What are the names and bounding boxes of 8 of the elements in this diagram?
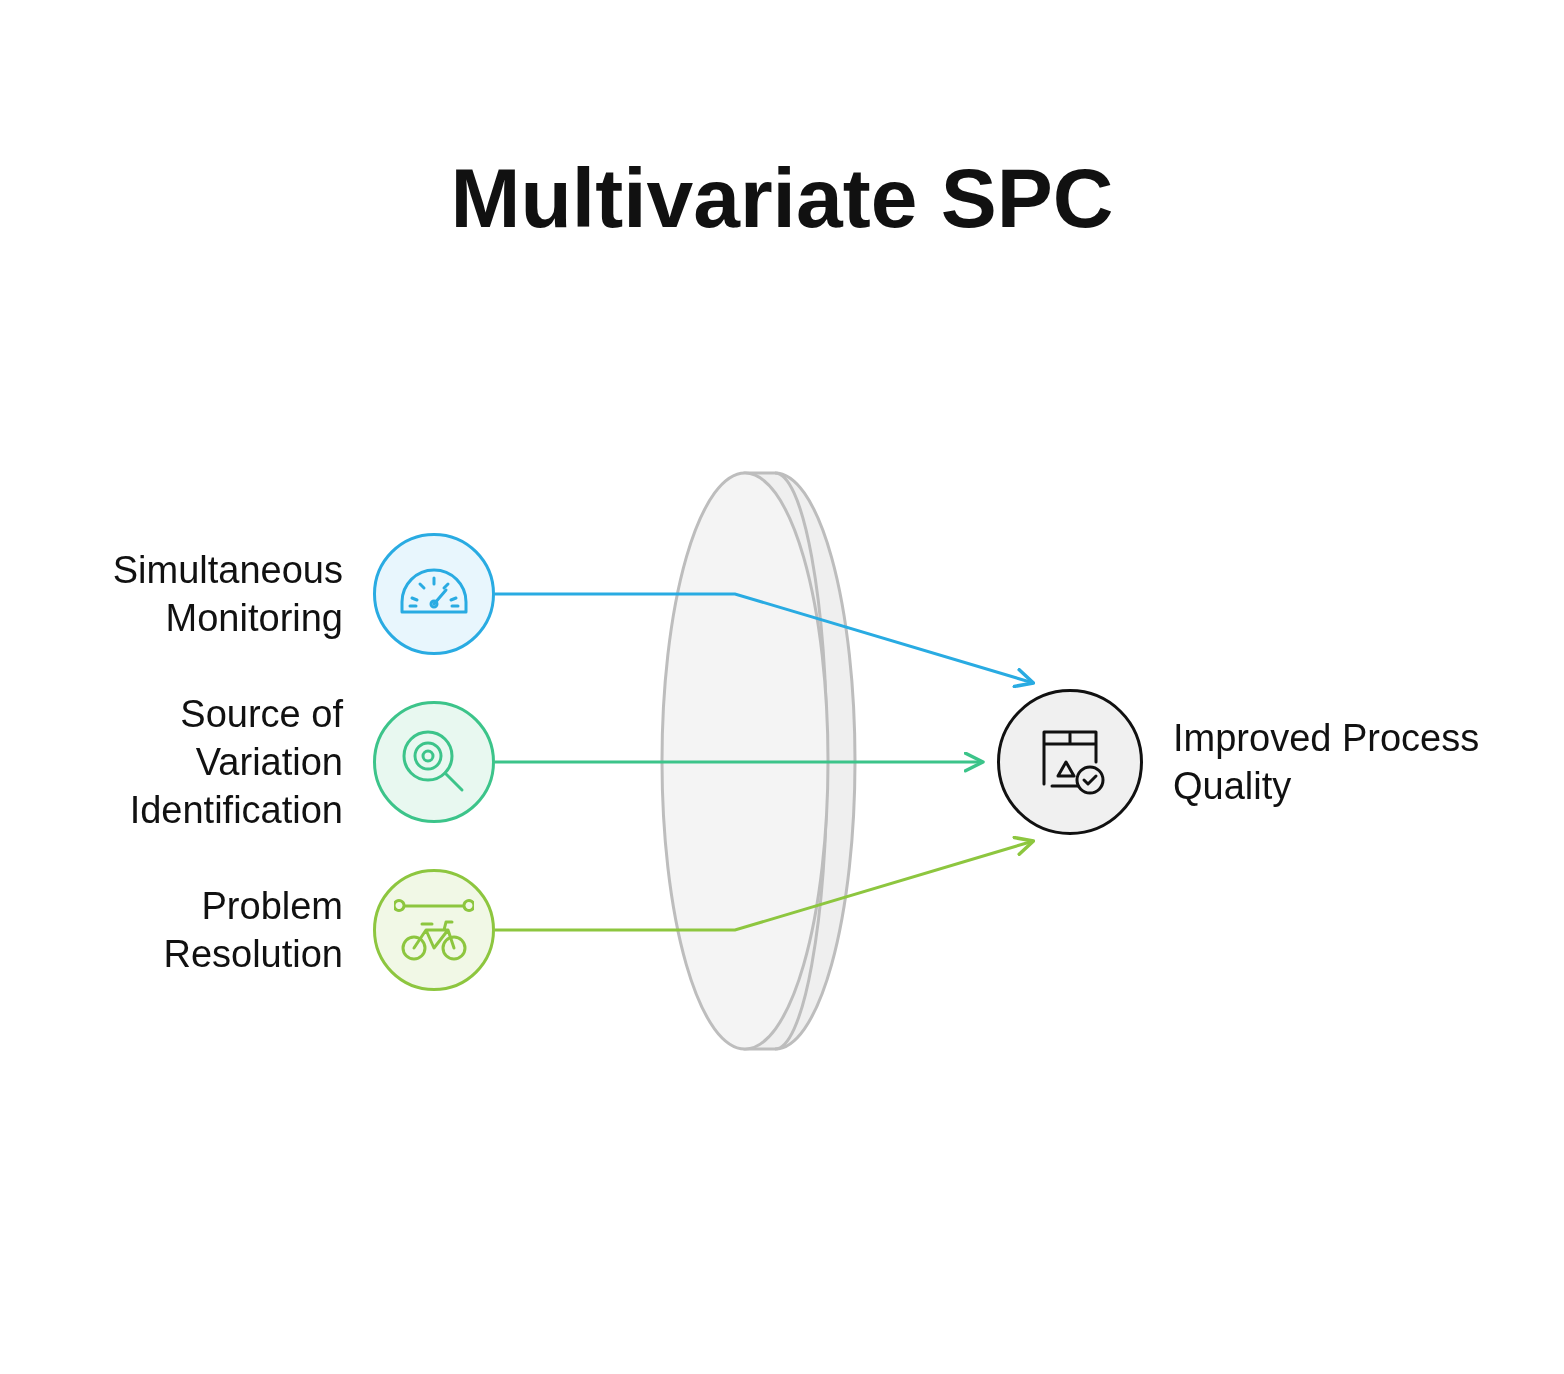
arrow xyxy=(495,592,1036,689)
node-label: Simultaneous Monitoring xyxy=(111,548,343,641)
arrow xyxy=(495,751,985,773)
node-label: Improved Process Quality xyxy=(1173,716,1481,809)
node-label: Source of Variation Identification xyxy=(128,692,343,833)
title: Multivariate SPC xyxy=(449,150,1115,247)
arrow xyxy=(495,835,1036,932)
node-label: Problem Resolution xyxy=(162,884,343,977)
